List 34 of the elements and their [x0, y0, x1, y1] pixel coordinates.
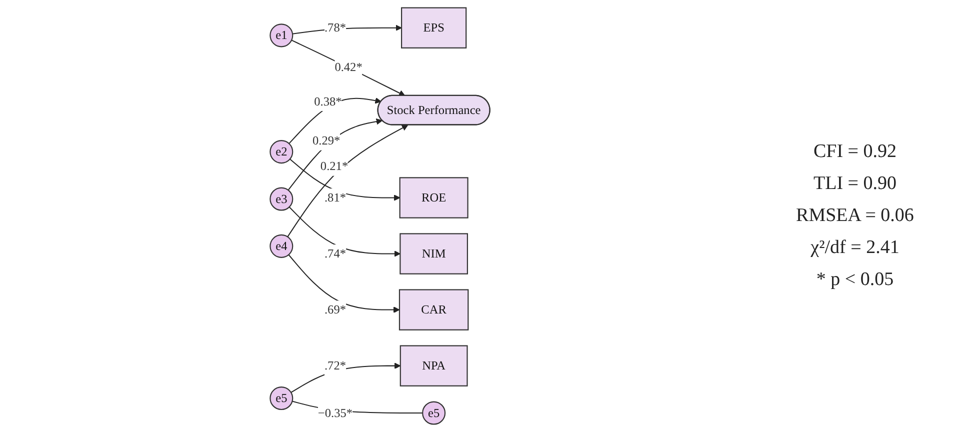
- arrow: [290, 362, 401, 393]
- node-box: NIM: [400, 233, 468, 274]
- fit-statistic: RMSEA = 0.06: [796, 205, 914, 227]
- fit-statistic: CFI = 0.92: [813, 141, 897, 163]
- arrow: [287, 124, 408, 238]
- edge-label: −0.35*: [318, 406, 353, 420]
- arrow: [290, 158, 400, 201]
- edge-label: 0.38*: [314, 94, 342, 108]
- edge-label: .74*: [324, 246, 346, 260]
- fit-statistic: * p < 0.05: [816, 269, 894, 291]
- edge-label: .72*: [324, 358, 346, 372]
- fit-statistic: χ²/df = 2.41: [810, 237, 900, 259]
- edge-label: 0.21*: [320, 159, 348, 173]
- node-circle: e5: [270, 386, 294, 410]
- arrow: [292, 24, 402, 34]
- node-circle: e3: [270, 187, 294, 211]
- node-box: EPS: [401, 7, 467, 48]
- node-box: CAR: [398, 289, 469, 330]
- fit-statistic: TLI = 0.90: [813, 173, 896, 195]
- node-box: ROE: [399, 177, 468, 218]
- edge-label: .78*: [324, 20, 346, 35]
- edge-label: .69*: [324, 302, 346, 316]
- node-circle: e1: [270, 24, 294, 48]
- edge-label: 0.42*: [334, 60, 362, 74]
- node-circle: e5: [422, 401, 446, 425]
- edge-label: .81*: [324, 190, 346, 204]
- arrow: [288, 206, 400, 257]
- node-box: NPA: [400, 345, 468, 386]
- node-circle: e2: [270, 140, 294, 164]
- arrow: [288, 254, 400, 313]
- arrow: [288, 118, 383, 190]
- arrow: [291, 40, 406, 96]
- node-circle: e4: [270, 234, 294, 258]
- edge-label: 0.29*: [312, 134, 340, 148]
